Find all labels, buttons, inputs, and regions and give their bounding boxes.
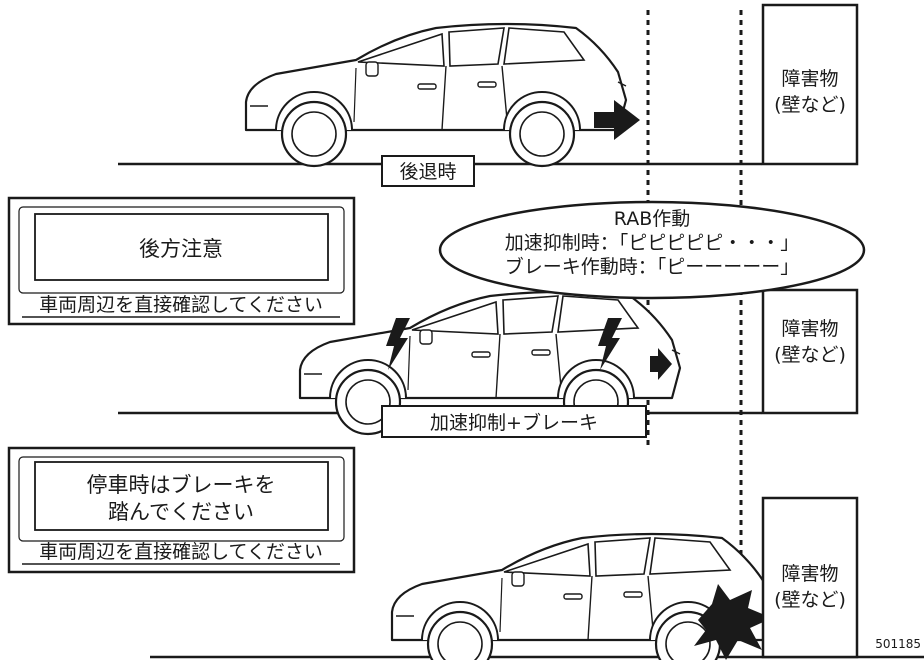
obstacle-wall <box>761 496 859 659</box>
warning-message-line1: 停車時はブレーキを <box>87 473 276 497</box>
scene-reverse: 障害物 (壁など) 後退時 <box>118 3 859 187</box>
warning-message-box <box>34 461 329 531</box>
warning-message-line2: 踏んでください <box>108 500 254 524</box>
scene-label: 加速抑制+ブレーキ <box>430 411 598 434</box>
obstacle-label-line2: (壁など) <box>774 344 846 366</box>
obstacle-wall <box>761 288 859 415</box>
car-icon <box>244 22 628 168</box>
scene-label-box <box>381 155 475 187</box>
figure-id: 501185 <box>875 637 921 651</box>
direction-arrow-icon <box>650 348 672 380</box>
obstacle-label-line1: 障害物 <box>781 318 838 340</box>
warning-message: 後方注意 <box>139 237 223 261</box>
obstacle-label-line1: 障害物 <box>781 563 838 585</box>
warning-message-box <box>34 213 329 281</box>
alert-callout <box>438 200 866 300</box>
obstacle-label-line2: (壁など) <box>774 94 846 116</box>
callout-line2: ブレーキ作動時：「ピーーーーー」 <box>505 255 800 278</box>
scene-label-box <box>381 405 647 438</box>
scene-stopped: 停車時はブレーキを 踏んでください 車両周辺を直接確認してください 障害物 (壁… <box>7 446 924 660</box>
obstacle-label-line2: (壁など) <box>774 589 846 611</box>
obstacle-label-line1: 障害物 <box>781 68 838 90</box>
collision-burst-icon <box>694 584 772 660</box>
scene-rab-active: 後方注意 車両周辺を直接確認してください 障害物 (壁など) RAB作動 加速抑… <box>7 196 866 438</box>
callout-line1: 加速抑制時：「ピピピピピ・・・」 <box>505 232 800 254</box>
panel-caption: 車両周辺を直接確認してください <box>39 541 323 563</box>
obstacle-wall <box>761 3 859 166</box>
direction-arrow-icon <box>594 100 640 140</box>
scene-label: 後退時 <box>399 161 456 183</box>
callout-title: RAB作動 <box>614 208 690 230</box>
panel-caption: 車両周辺を直接確認してください <box>39 294 323 316</box>
